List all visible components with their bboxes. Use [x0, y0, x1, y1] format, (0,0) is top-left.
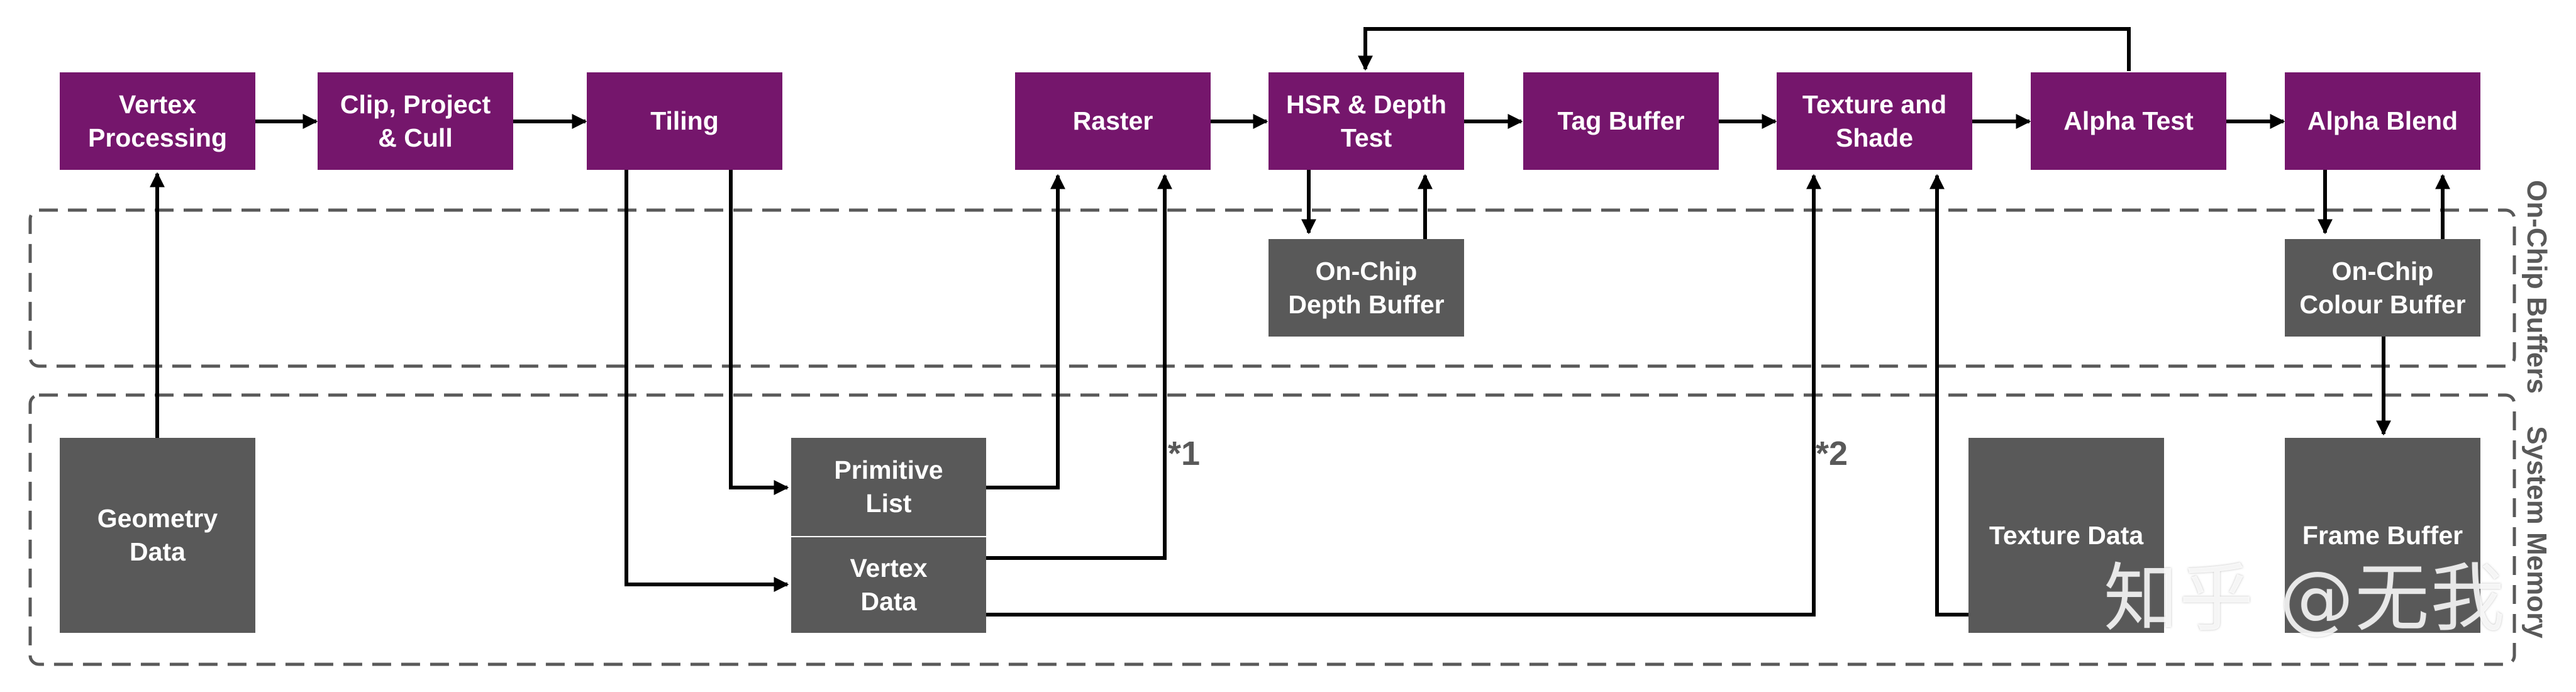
- primitive-list-block: Primitive List: [791, 438, 986, 536]
- texture-and-shade-stage: Texture and Shade: [1777, 72, 1972, 170]
- system-memory-label: System Memory: [2521, 426, 2552, 639]
- on-chip-depth-buffer: On-Chip Depth Buffer: [1269, 239, 1464, 337]
- footnote-marker-2: *2: [1816, 435, 1848, 472]
- on-chip-buffers-region: [28, 208, 2516, 368]
- clip-project-cull-stage: Clip, Project & Cull: [318, 72, 513, 170]
- arrow-vertex-data-to-hsr: [986, 174, 1172, 560]
- arrow-tiling-to-vertex-data: [625, 170, 789, 592]
- vertex-data-block: Vertex Data: [791, 537, 986, 633]
- on-chip-colour-buffer: On-Chip Colour Buffer: [2285, 239, 2480, 337]
- tiling-stage: Tiling: [587, 72, 782, 170]
- alpha-test-stage: Alpha Test: [2031, 72, 2226, 170]
- geometry-data-block: Geometry Data: [60, 438, 255, 633]
- arrow-texture-data-to-texture: [1929, 174, 1968, 617]
- watermark-text: 知乎 @无我: [2104, 555, 2506, 642]
- on-chip-buffers-label: On-Chip Buffers: [2521, 180, 2552, 394]
- arrow-tiling-to-primitive-list: [729, 170, 789, 495]
- frame-buffer-block: Frame Buffer: [2285, 438, 2480, 633]
- tag-buffer-stage: Tag Buffer: [1523, 72, 1719, 170]
- footnote-marker-1: *1: [1168, 435, 1201, 472]
- texture-data-block: Texture Data: [1968, 438, 2164, 633]
- system-memory-region: [28, 393, 2516, 666]
- alpha-blend-stage: Alpha Blend: [2285, 72, 2480, 170]
- arrow-vertex-data-to-texture: [986, 174, 1821, 617]
- arrow-alpha-test-feedback-to-hsr: [1358, 27, 2131, 71]
- vertex-processing-stage: Vertex Processing: [60, 72, 255, 170]
- raster-stage: Raster: [1015, 72, 1211, 170]
- hsr-depth-test-stage: HSR & Depth Test: [1269, 72, 1464, 170]
- arrow-primitive-list-to-raster: [986, 174, 1065, 489]
